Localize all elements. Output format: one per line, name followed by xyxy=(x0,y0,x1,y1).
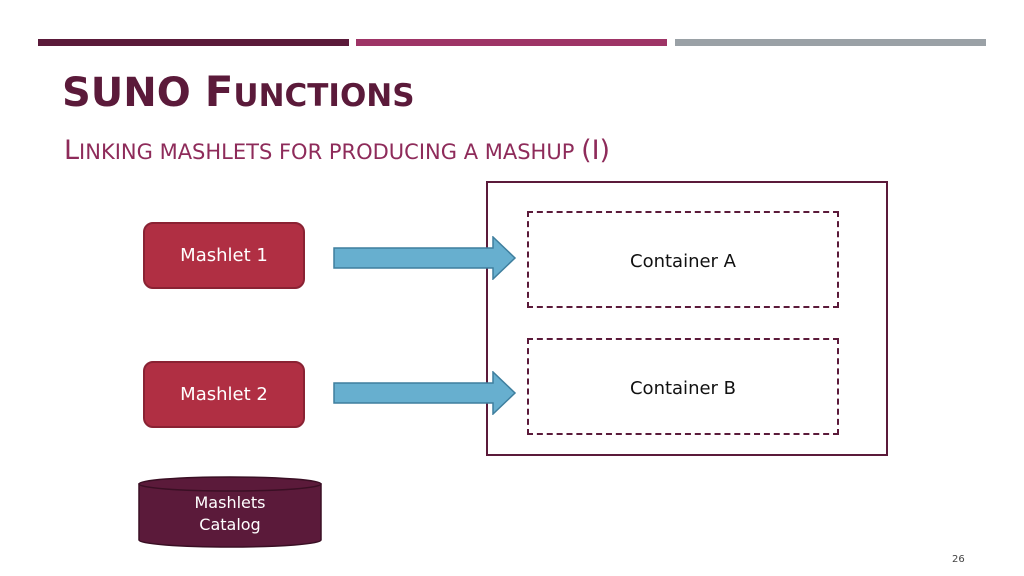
arrow-1-shape xyxy=(333,236,517,280)
header-bar-dark xyxy=(38,39,349,46)
container-b-label: Container B xyxy=(629,378,737,399)
mashup-outer-box xyxy=(486,181,888,456)
title-rest: UNCTIONS xyxy=(233,78,415,114)
header-bar-gray xyxy=(675,39,986,46)
container-b: Container B xyxy=(527,338,839,435)
mashlet-2-label: Mashlet 2 xyxy=(180,384,268,405)
catalog-label: Mashlets Catalog xyxy=(137,492,323,536)
right-arrow-icon xyxy=(333,371,517,415)
database-cylinder-icon xyxy=(138,476,322,548)
mashlet-1-box: Mashlet 1 xyxy=(143,222,305,289)
catalog-cylinder-top xyxy=(138,476,322,492)
slide-title: SUNO FUNCTIONS xyxy=(62,66,415,122)
subtitle-cap: L xyxy=(64,135,80,166)
catalog-label-line-2: Catalog xyxy=(199,515,261,534)
catalog-cylinder-body xyxy=(138,483,322,548)
catalog-label-line-1: Mashlets xyxy=(194,493,266,512)
subtitle-suffix: (I) xyxy=(581,135,611,166)
page-number: 26 xyxy=(952,554,965,565)
container-a-label: Container A xyxy=(630,251,736,272)
mashlet-2-box: Mashlet 2 xyxy=(143,361,305,428)
mashlet-1-label: Mashlet 1 xyxy=(180,245,268,266)
header-bar-magenta xyxy=(356,39,667,46)
title-first: SUNO xyxy=(62,70,205,116)
title-cap: F xyxy=(204,67,234,116)
subtitle-rest: INKING MASHLETS FOR PRODUCING A MASHUP xyxy=(79,140,582,164)
arrow-2-shape xyxy=(333,371,517,415)
container-a: Container A xyxy=(527,211,839,308)
right-arrow-icon xyxy=(333,236,517,280)
slide-subtitle: LINKING MASHLETS FOR PRODUCING A MASHUP … xyxy=(64,134,610,169)
